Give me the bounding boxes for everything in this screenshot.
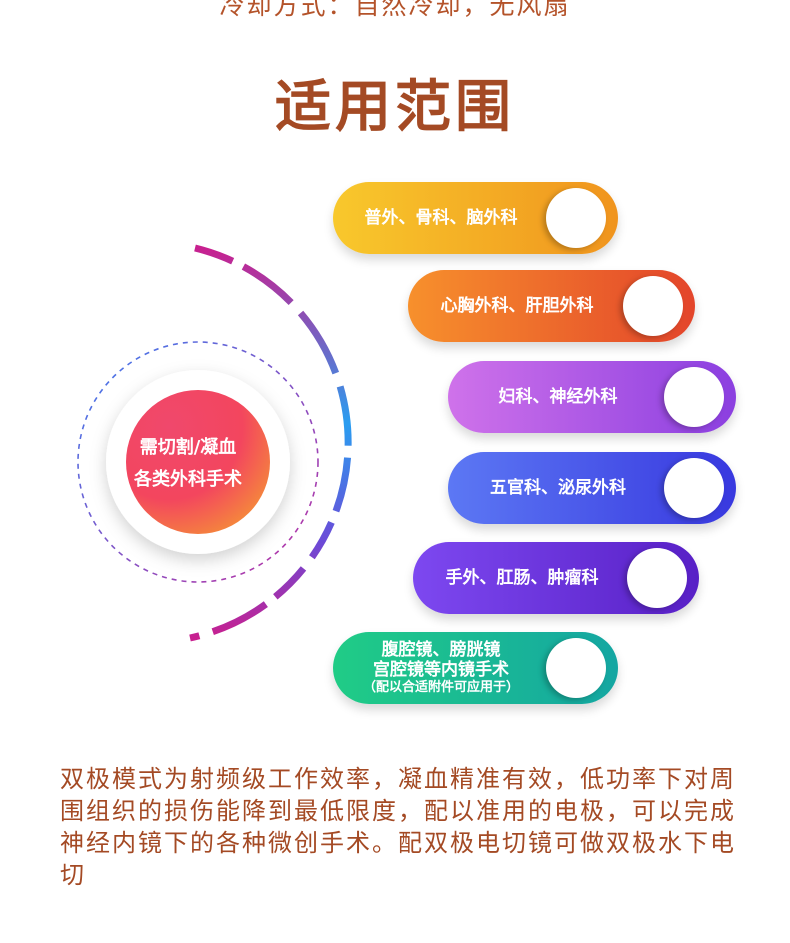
scope-pill-general: 普外、骨科、脑外科	[333, 182, 618, 254]
center-label-line1: 需切割/凝血	[139, 437, 237, 458]
outer-arc	[189, 244, 352, 642]
pill-knob	[664, 367, 724, 427]
scope-pill-hand-anorectal: 手外、肛肠、肿瘤科	[413, 542, 699, 614]
scope-pill-cardiothoracic: 心胸外科、肝胆外科	[408, 270, 695, 342]
scope-pill-label: 手外、肛肠、肿瘤科	[445, 568, 599, 588]
scope-pill-label-note: （配以合适附件可应用于）	[362, 680, 519, 695]
pill-knob	[546, 188, 606, 248]
scope-pill-label: 五官科、泌尿外科	[490, 478, 626, 498]
pill-knob	[546, 638, 606, 698]
scope-pill-endoscopy: 腹腔镜、膀胱镜 宫腔镜等内镜手术 （配以合适附件可应用于）	[333, 632, 618, 704]
cooling-method-line: 冷却方式：自然冷却，无风扇	[219, 0, 571, 20]
scope-pill-label: 心胸外科、肝胆外科	[440, 296, 594, 316]
pill-knob	[623, 276, 683, 336]
pill-knob	[664, 458, 724, 518]
scope-pill-label-line1: 腹腔镜、膀胱镜	[381, 640, 501, 660]
pill-knob	[627, 548, 687, 608]
scope-pill-label: 妇科、神经外科	[498, 387, 618, 407]
scope-pill-label: 普外、骨科、脑外科	[364, 208, 518, 228]
dashed-ring	[77, 341, 319, 583]
center-label: 需切割/凝血 各类外科手术	[118, 432, 258, 496]
center-label-line2: 各类外科手术	[134, 469, 242, 490]
scope-pill-ent-urology: 五官科、泌尿外科	[448, 452, 736, 524]
scope-pill-gynecology: 妇科、神经外科	[448, 361, 736, 433]
center-disc	[126, 390, 270, 534]
section-title: 适用范围	[275, 75, 515, 140]
bipolar-description: 双极模式为射频级工作效率，凝血精准有效，低功率下对周围组织的损伤能降到最低限度，…	[60, 765, 736, 889]
scope-pill-label-line2: 宫腔镜等内镜手术	[373, 660, 509, 680]
